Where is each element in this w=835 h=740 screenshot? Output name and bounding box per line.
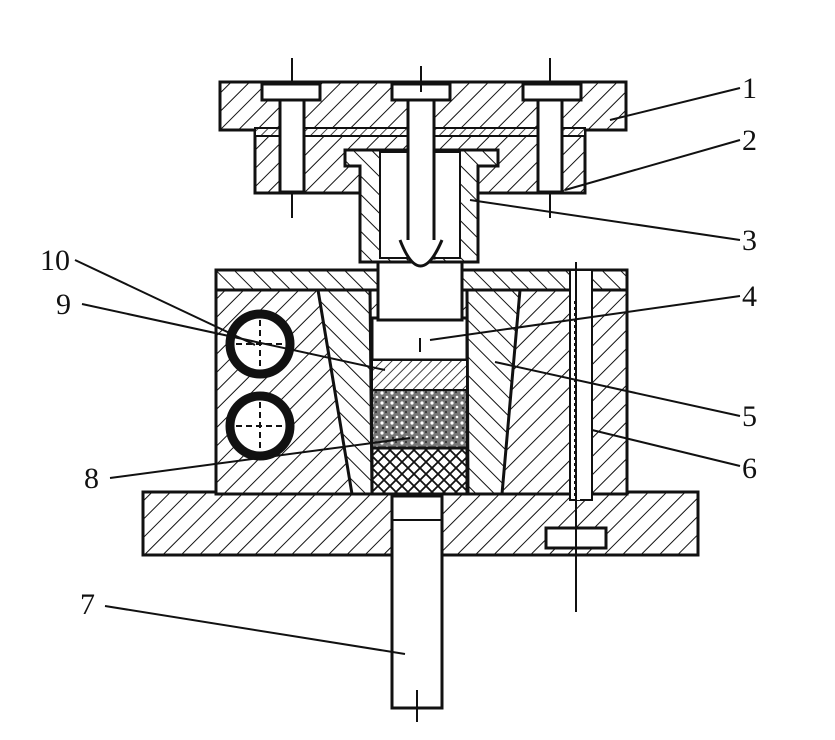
callout-4: 4 — [742, 280, 757, 313]
callout-7: 7 — [80, 588, 95, 621]
right-bolt-head — [521, 82, 583, 102]
callout-3: 3 — [742, 224, 757, 257]
callout-5: 5 — [742, 400, 757, 433]
heater-holes — [225, 309, 295, 461]
callout-8: 8 — [84, 462, 99, 495]
upper-assembly — [218, 66, 628, 322]
right-bolt-shank — [536, 98, 564, 194]
ejector-rod — [390, 494, 444, 710]
powder-charge — [371, 389, 468, 449]
leader-lines — [74, 87, 741, 655]
lower-punch — [370, 446, 469, 496]
callout-6: 6 — [742, 452, 757, 485]
compacted-layer — [371, 359, 468, 391]
callout-10: 10 — [40, 244, 70, 277]
base-plate-assembly — [141, 490, 700, 722]
guide-channel — [569, 269, 593, 501]
center-bolt-tip — [398, 239, 444, 268]
callout-1: 1 — [742, 72, 757, 105]
side-bolts — [260, 58, 608, 612]
die-cavity — [370, 316, 469, 496]
left-bolt-shank — [278, 98, 306, 194]
upper-punch-head — [370, 316, 469, 362]
callout-9: 9 — [56, 288, 71, 321]
callout-2: 2 — [742, 124, 757, 157]
center-bolt — [406, 90, 436, 260]
callout-labels: 1 2 3 4 5 6 7 8 9 10 — [40, 72, 757, 621]
left-bolt-head — [260, 82, 322, 102]
